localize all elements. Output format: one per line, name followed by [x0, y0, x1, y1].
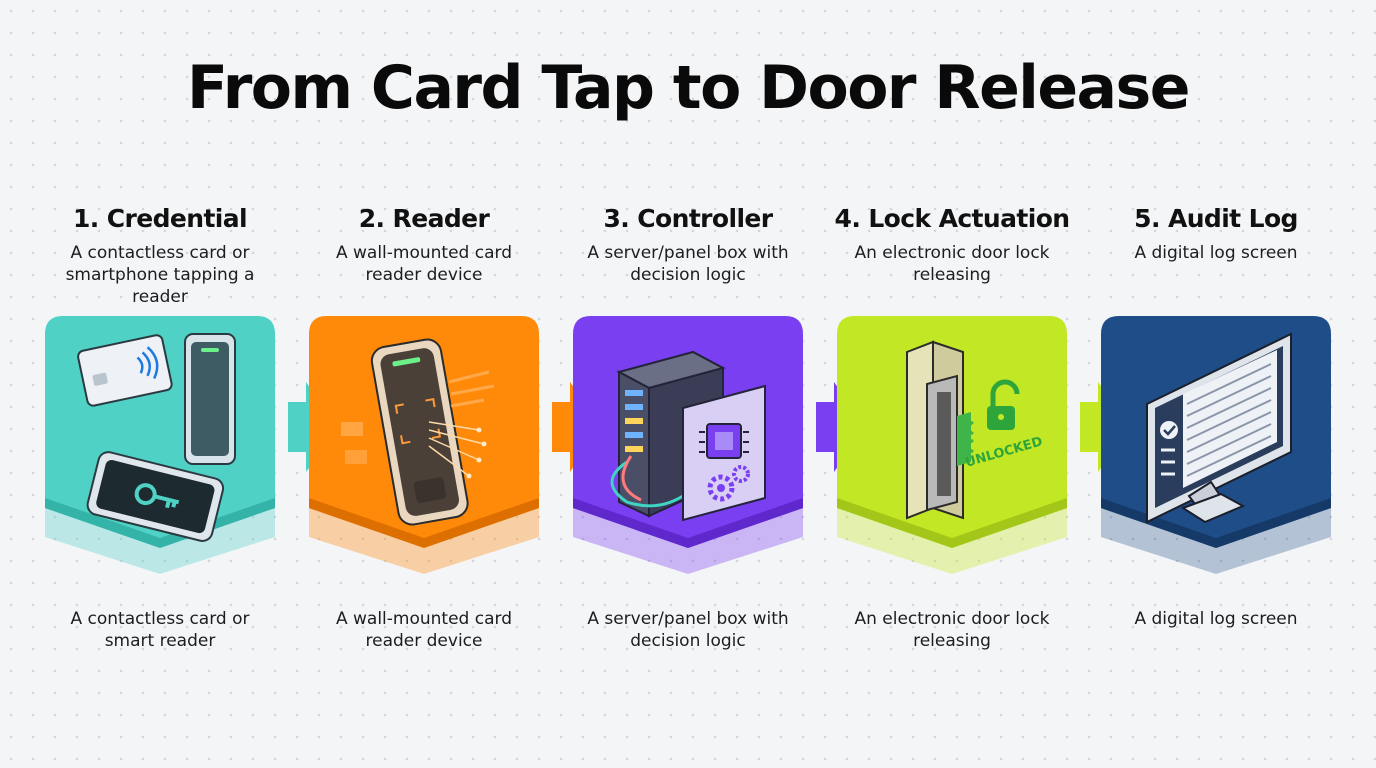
step-lock-actuation: 4. Lock Actuation An electronic door loc… [807, 0, 1097, 768]
step-title: 2. Reader [358, 204, 490, 233]
step-caption: A server/panel box with decision logic [587, 609, 789, 651]
step-card [573, 316, 803, 574]
step-audit-log: 5. Audit Log A digital log screen A digi… [1071, 0, 1361, 768]
step-card [309, 316, 539, 574]
step-caption: A wall-mounted card reader device [335, 609, 512, 651]
step-credential: 1. Credential A contactless card or smar… [15, 0, 305, 768]
step-title: 5. Audit Log [1134, 204, 1298, 233]
door-lock-icon [906, 340, 1020, 520]
step-title: 3. Controller [603, 204, 774, 233]
step-card [837, 316, 1067, 574]
step-description: A wall-mounted card reader device [335, 243, 512, 285]
card-phone-reader-icon [77, 333, 236, 542]
step-description: A contactless card or smartphone tapping… [65, 243, 255, 307]
step-card [1101, 316, 1331, 574]
page-title: From Card Tap to Door Release [187, 53, 1190, 123]
monitor-log-icon [1146, 332, 1292, 524]
step-card [45, 316, 275, 574]
step-caption: An electronic door lock releasing [854, 609, 1050, 651]
server-panel-icon [610, 350, 766, 522]
step-caption: A digital log screen [1134, 609, 1298, 629]
step-description: A digital log screen [1134, 243, 1298, 263]
step-title: 1. Credential [72, 204, 248, 233]
card-reader-icon [341, 338, 495, 526]
step-reader: 2. Reader A wall-mounted card reader dev… [279, 0, 569, 768]
step-controller: 3. Controller A server/panel box with de… [543, 0, 833, 768]
step-caption: A contactless card or smart reader [70, 609, 250, 651]
step-description: An electronic door lock releasing [854, 243, 1050, 285]
step-description: A server/panel box with decision logic [587, 243, 789, 285]
step-title: 4. Lock Actuation [834, 204, 1071, 233]
